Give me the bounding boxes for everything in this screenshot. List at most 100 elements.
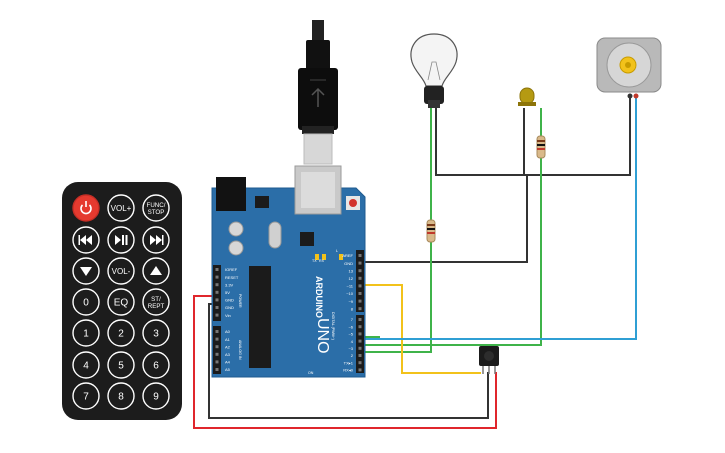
remote-button[interactable]: 9: [142, 382, 170, 410]
reset-button[interactable]: [349, 199, 357, 207]
header-pin[interactable]: [215, 268, 219, 271]
dc-motor[interactable]: [596, 37, 662, 99]
header-pin[interactable]: [358, 325, 362, 329]
remote-button[interactable]: 5: [107, 351, 135, 379]
led-resistor[interactable]: [536, 135, 546, 159]
up-arrow-icon: [150, 266, 162, 275]
header-pin[interactable]: [358, 354, 362, 357]
header-pin[interactable]: [215, 352, 219, 356]
remote-button[interactable]: 6: [142, 351, 170, 379]
ir-receiver[interactable]: [479, 346, 499, 374]
header-pin[interactable]: [215, 306, 219, 309]
header-pin[interactable]: [358, 292, 362, 295]
wire-red-5v[interactable]: [193, 295, 497, 429]
header-pin[interactable]: [358, 332, 362, 336]
header-pin[interactable]: [358, 318, 362, 321]
arduino-logo: ARDUINO: [314, 276, 324, 318]
header-pin-label: 12: [349, 276, 354, 281]
wire-black-bulb[interactable]: [435, 96, 631, 176]
header-pin-label: ~5: [348, 332, 353, 337]
remote-button[interactable]: 1: [72, 319, 100, 347]
header-pin[interactable]: [215, 275, 219, 279]
arduino-model: UNO: [314, 318, 331, 354]
header-pin[interactable]: [215, 298, 219, 302]
remote-button-label: 1: [83, 329, 89, 340]
header-pin[interactable]: [358, 261, 362, 265]
wire-blue-motor[interactable]: [362, 96, 637, 340]
remote-button[interactable]: 3: [142, 319, 170, 347]
header-pin[interactable]: [358, 299, 362, 303]
header-pin[interactable]: [215, 313, 219, 317]
remote-button[interactable]: 7: [72, 382, 100, 410]
header-pin[interactable]: [215, 345, 219, 349]
wire-black-gnd-header[interactable]: [362, 175, 528, 263]
remote-button-rewind[interactable]: [72, 226, 100, 254]
remote-button[interactable]: 0: [72, 288, 100, 316]
light-bulb[interactable]: [410, 33, 458, 108]
header-pin-label: A0: [225, 329, 231, 334]
header-pin-label: ~6: [348, 324, 353, 329]
wire-green-led[interactable]: [362, 108, 542, 346]
remote-button[interactable]: 2: [107, 319, 135, 347]
remote-button-down-arrow[interactable]: [72, 257, 100, 285]
header-pin-label: 3.3V: [225, 282, 234, 287]
header-pin-label: GND: [225, 305, 234, 310]
header-pin-label: A5: [225, 367, 231, 372]
rx-label: RX: [319, 259, 325, 263]
header-pin[interactable]: [358, 276, 362, 280]
header-pin[interactable]: [215, 360, 219, 364]
remote-button-label: 8: [118, 392, 124, 403]
header-pin[interactable]: [358, 254, 362, 257]
digital-header-top: [356, 250, 364, 312]
remote-button-fast-forward[interactable]: [142, 226, 170, 254]
remote-button[interactable]: VOL+: [107, 194, 135, 222]
remote-button[interactable]: 4: [72, 351, 100, 379]
header-pin[interactable]: [358, 368, 362, 372]
header-pin[interactable]: [215, 290, 219, 294]
header-pin[interactable]: [358, 346, 362, 350]
header-pin-label: IOREF: [225, 267, 238, 272]
header-pin-label: RESET: [225, 275, 239, 280]
header-pin-label: 8: [351, 306, 354, 311]
header-pin[interactable]: [215, 283, 219, 287]
remote-button-label: EQ: [114, 298, 129, 309]
fast-forward-icon: [150, 235, 164, 245]
remote-button-label: 7: [83, 392, 89, 403]
header-pin[interactable]: [215, 337, 219, 341]
remote-button-up-arrow[interactable]: [142, 257, 170, 285]
header-pin-label: ~11: [347, 284, 354, 289]
down-arrow-icon: [80, 267, 92, 276]
arduino-uno-board[interactable]: TX RX L ON ARDUINO UNO IOREFRESET3.3V5VG…: [211, 165, 366, 378]
header-pin-label: GND: [344, 261, 353, 266]
wire-green-bulb[interactable]: [362, 108, 432, 353]
remote-button-power[interactable]: [72, 194, 100, 222]
remote-button[interactable]: VOL-: [107, 257, 135, 285]
tx-label: TX: [312, 259, 317, 263]
header-pin[interactable]: [215, 368, 219, 371]
header-pin[interactable]: [358, 284, 362, 288]
header-pin[interactable]: [358, 269, 362, 273]
digital-header-bottom: [356, 315, 364, 373]
l-label: L: [336, 249, 338, 253]
remote-button[interactable]: ST/REPT: [142, 288, 170, 316]
usb-cable[interactable]: [298, 20, 338, 165]
header-pin-label: 7: [351, 317, 354, 322]
header-pin-label: 4: [351, 339, 354, 344]
header-pin[interactable]: [358, 361, 362, 365]
header-pin-label: AREF: [342, 253, 353, 258]
remote-button[interactable]: EQ: [107, 288, 135, 316]
remote-button[interactable]: FUNC/STOP: [142, 194, 170, 222]
remote-button-play-pause[interactable]: [107, 226, 135, 254]
bulb-resistor[interactable]: [426, 219, 436, 243]
header-pin-label: ~9: [348, 299, 353, 304]
header-pin[interactable]: [358, 307, 362, 311]
header-pin-label: A2: [225, 344, 231, 349]
remote-button-label: 9: [153, 392, 159, 403]
header-pin[interactable]: [358, 339, 362, 343]
yellow-led[interactable]: [518, 87, 536, 106]
remote-button[interactable]: 8: [107, 382, 135, 410]
wire-yellow-signal[interactable]: [362, 284, 481, 374]
header-pin[interactable]: [215, 330, 219, 333]
